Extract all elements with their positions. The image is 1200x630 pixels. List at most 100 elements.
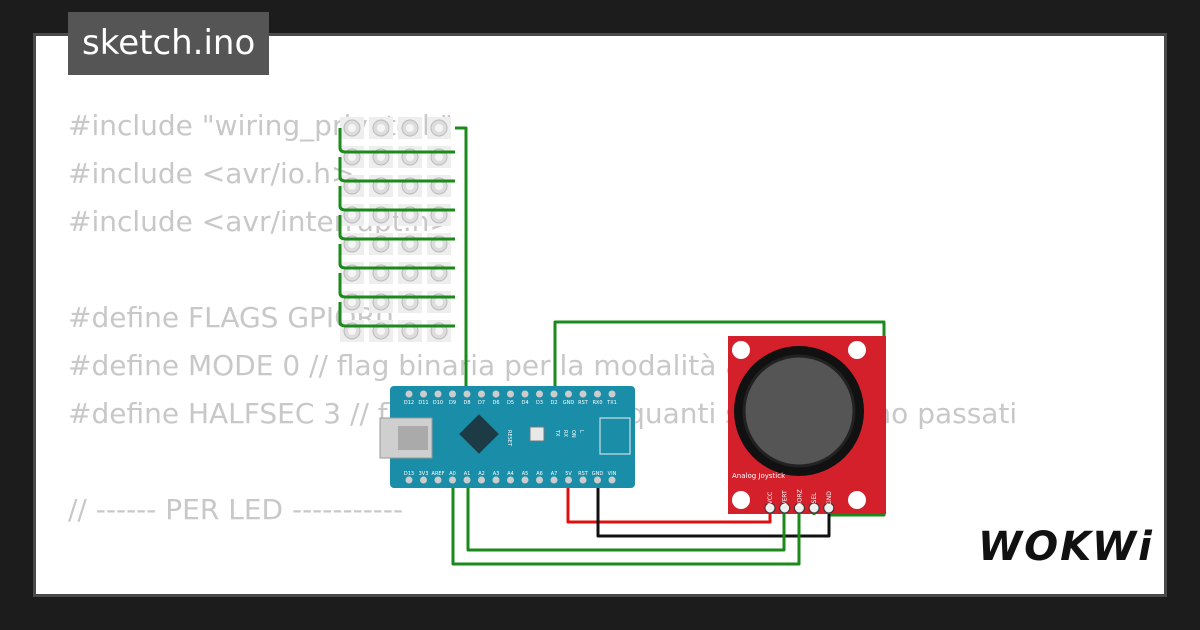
led-center <box>435 327 443 335</box>
pin-label: RST <box>578 471 589 477</box>
file-title: sketch.ino <box>68 12 270 75</box>
canvas-frame <box>33 33 1167 597</box>
led-center <box>406 327 414 335</box>
board-label: TX <box>554 429 560 437</box>
led-center <box>377 211 385 219</box>
pin-label: D11 <box>418 400 428 406</box>
pin <box>449 390 456 398</box>
pin <box>507 390 514 398</box>
pin-label: A4 <box>507 471 514 477</box>
pin-label: D12 <box>404 400 414 406</box>
code-editor[interactable]: #include "wiring_private.h" #include <av… <box>68 102 1132 594</box>
pin-label: 3V3 <box>419 471 429 477</box>
pin <box>449 476 456 484</box>
pin <box>565 390 572 398</box>
pin <box>405 476 413 484</box>
wire-a0 <box>451 478 801 566</box>
led-center <box>435 124 443 132</box>
pin-label: GND <box>592 471 604 477</box>
wire-led-chain <box>338 273 455 299</box>
wire-led-chain <box>338 157 455 183</box>
joystick-pin <box>808 502 820 514</box>
code-line: // Definizione di ...forme ... per il ..… <box>68 582 1132 594</box>
pin <box>536 390 543 398</box>
wire-led-chain <box>338 215 455 241</box>
code-line: // ------ PER LED ----------- <box>68 493 404 526</box>
led-center <box>406 182 414 190</box>
wire-led-chain <box>338 186 455 212</box>
mount-hole <box>848 491 866 509</box>
pin <box>463 390 471 398</box>
pin-label: AREF <box>432 471 445 477</box>
wire-a1 <box>466 478 786 552</box>
led-center <box>435 153 443 161</box>
pin <box>608 390 616 398</box>
wire-gnd <box>596 478 831 538</box>
board-label: ON <box>570 430 576 438</box>
led-center <box>377 182 385 190</box>
joystick-knob[interactable] <box>742 354 856 468</box>
mcu-chip <box>459 414 499 454</box>
led-center <box>406 298 414 306</box>
joystick-pin-label: HORZ <box>796 489 803 507</box>
joystick-pin-label: VCC <box>767 492 774 504</box>
led-center <box>348 327 356 335</box>
pin-label: A0 <box>449 471 456 477</box>
led-center <box>377 327 385 335</box>
icsp-header <box>599 417 631 455</box>
led-center <box>377 269 385 277</box>
pin-label: A2 <box>478 471 485 477</box>
joystick-pin-label: GND <box>826 491 833 505</box>
led-center <box>348 298 356 306</box>
led-center <box>377 298 385 306</box>
pin-label: GND <box>563 400 575 406</box>
pin-label: D5 <box>507 400 514 406</box>
board-label: RESET <box>506 430 512 447</box>
pin <box>434 476 442 484</box>
pin-label: VIN <box>608 471 617 477</box>
wire-led-chain <box>338 302 455 328</box>
pin-label: D3 <box>536 400 543 406</box>
pin <box>536 476 543 484</box>
pin <box>579 476 587 484</box>
mount-hole <box>848 341 866 359</box>
led-center <box>435 211 443 219</box>
pin <box>594 476 601 484</box>
joystick-pin <box>779 502 791 514</box>
wire-led-chain <box>338 244 455 270</box>
pin <box>434 390 442 398</box>
led-center <box>348 153 356 161</box>
pin-label: RST <box>578 400 589 406</box>
pin-label: A3 <box>493 471 500 477</box>
led-center <box>377 240 385 248</box>
wire-5v <box>566 478 772 524</box>
led-center <box>348 211 356 219</box>
arduino-board-body <box>390 386 635 488</box>
led-center <box>406 269 414 277</box>
code-line: #include <avr/io.h> <box>68 157 355 190</box>
joystick-pin <box>823 502 835 514</box>
led-center <box>406 153 414 161</box>
pin <box>478 390 485 398</box>
pin <box>521 390 529 398</box>
wire-led-chain <box>338 128 455 154</box>
reset-button[interactable] <box>529 426 545 442</box>
led-center <box>348 124 356 132</box>
pin <box>521 476 529 484</box>
led-center <box>406 211 414 219</box>
pin <box>492 476 500 484</box>
wire-led-data <box>455 126 468 392</box>
led-center <box>377 124 385 132</box>
pin <box>565 476 572 484</box>
pin <box>579 390 587 398</box>
pin-label: RX0 <box>592 400 602 406</box>
pin <box>478 476 485 484</box>
pin-label: D9 <box>449 400 456 406</box>
led-center <box>348 240 356 248</box>
